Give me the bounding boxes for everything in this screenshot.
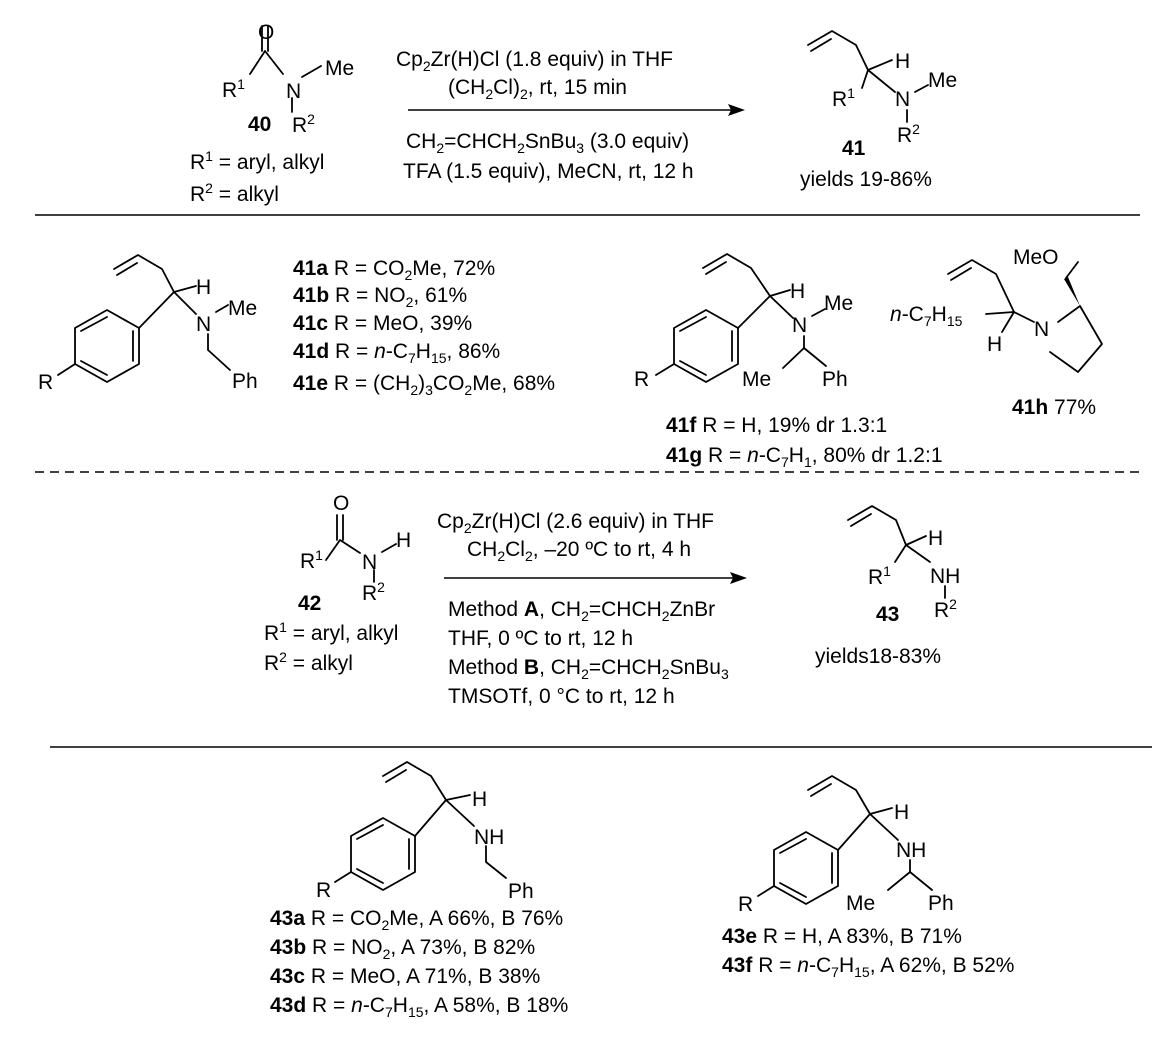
- atom-me: Me: [824, 292, 853, 315]
- entry-41b: 41b R = NO2, 61%: [293, 284, 467, 310]
- amide-40-structure: O Me N R1 R2 40 R1 = aryl, alkyl R2 = al…: [190, 21, 354, 206]
- atom-r1: R1: [300, 547, 323, 573]
- condition-line-1: Cp2Zr(H)Cl (2.6 equiv) in THF: [437, 510, 714, 536]
- atom-r1: R1: [222, 76, 245, 102]
- condition-line-3: CH2=CHCH2SnBu3 (3.0 equiv): [406, 130, 689, 156]
- atom-h: H: [396, 529, 411, 552]
- structure-43e-f: H NH Me Ph R 43e R = H, A 83%, B 71% 43f…: [722, 775, 1014, 980]
- product-41-structure: H Me N R1 R2 41 yields 19-86%: [800, 30, 957, 191]
- r1-definition: R1 = aryl, alkyl: [190, 148, 324, 174]
- compound-number-42: 42: [298, 592, 321, 615]
- yield-range-43: yields18-83%: [815, 645, 941, 668]
- atom-me-2: Me: [742, 368, 771, 391]
- atom-meo: MeO: [1013, 246, 1059, 269]
- entry-41h: 41h 77%: [1012, 396, 1096, 419]
- entry-41a: 41a R = CO2Me, 72%: [293, 257, 495, 283]
- atom-h: H: [987, 333, 1002, 356]
- atom-o: O: [258, 21, 274, 44]
- condition-line-2: CH2Cl2, –20 ºC to rt, 4 h: [467, 538, 691, 564]
- condition-line-5: Method B, CH2=CHCH2SnBu3: [448, 656, 729, 682]
- compound-number-43: 43: [876, 603, 899, 626]
- atom-o: O: [333, 492, 349, 515]
- atom-h: H: [928, 527, 943, 550]
- condition-line-6: TMSOTf, 0 °C to rt, 12 h: [448, 685, 675, 708]
- condition-line-2: (CH2Cl)2, rt, 15 min: [448, 76, 627, 102]
- atom-me: Me: [325, 57, 354, 80]
- atom-r2: R2: [292, 111, 315, 137]
- reaction-conditions-2: Cp2Zr(H)Cl (2.6 equiv) in THF CH2Cl2, –2…: [437, 510, 747, 708]
- compound-number-41: 41: [842, 137, 866, 160]
- entry-43f: 43f R = n-C7H15, A 62%, B 52%: [722, 954, 1014, 980]
- atom-r2: R2: [362, 579, 385, 605]
- atom-n: N: [286, 80, 301, 103]
- atom-h: H: [790, 280, 805, 303]
- atom-n: N: [792, 314, 807, 337]
- r2-definition: R2 = alkyl: [190, 180, 279, 206]
- atom-r1: R1: [832, 85, 855, 111]
- atom-me: Me: [846, 892, 875, 915]
- product-43-structure: H NH R1 R2 43 yields18-83%: [815, 505, 960, 668]
- entry-43d: 43d R = n-C7H15, A 58%, B 18%: [270, 994, 568, 1020]
- atom-ph: Ph: [232, 370, 258, 393]
- arrow-head-icon: [730, 572, 747, 584]
- entry-41f: 41f R = H, 19% dr 1.3:1: [666, 414, 887, 437]
- atom-nh: NH: [930, 565, 960, 588]
- atom-r1: R1: [868, 563, 891, 589]
- atom-me: Me: [228, 297, 257, 320]
- entry-43e: 43e R = H, A 83%, B 71%: [722, 925, 962, 948]
- atom-ph: Ph: [928, 892, 954, 915]
- atom-h: H: [472, 788, 487, 811]
- atom-heptyl: n-C7H15: [890, 303, 963, 329]
- entry-41g: 41g R = n-C7H1, 80% dr 1.2:1: [666, 444, 943, 470]
- condition-line-4: TFA (1.5 equiv), MeCN, rt, 12 h: [403, 160, 694, 183]
- entry-43a: 43a R = CO2Me, A 66%, B 76%: [270, 907, 563, 933]
- atom-ph: Ph: [508, 880, 534, 903]
- entry-43b: 43b R = NO2, A 73%, B 82%: [270, 936, 535, 962]
- arrow-head-icon: [728, 104, 745, 116]
- condition-line-1: Cp2Zr(H)Cl (1.8 equiv) in THF: [396, 48, 673, 74]
- atom-h: H: [895, 50, 910, 73]
- entry-41c: 41c R = MeO, 39%: [293, 312, 472, 335]
- atom-n: N: [895, 88, 910, 111]
- atom-r: R: [634, 368, 649, 391]
- stereo-wedge: [1064, 277, 1080, 306]
- entry-41e: 41e R = (CH2)3CO2Me, 68%: [293, 372, 555, 398]
- atom-nh: NH: [474, 826, 504, 849]
- atom-h: H: [196, 276, 211, 299]
- atom-r2: R2: [934, 596, 957, 622]
- substituent-list-43a-d: 43a R = CO2Me, A 66%, B 76% 43b R = NO2,…: [270, 907, 568, 1020]
- amide-42-structure: O H N R1 R2 42 R1 = aryl, alkyl R2 = alk…: [264, 492, 411, 675]
- atom-me: Me: [928, 69, 957, 92]
- compound-number-40: 40: [248, 113, 271, 136]
- entry-41d: 41d R = n-C7H15, 86%: [293, 340, 500, 366]
- atom-n: N: [196, 313, 211, 336]
- atom-n: N: [362, 551, 377, 574]
- yield-range-41: yields 19-86%: [800, 168, 932, 191]
- atom-ph: Ph: [822, 368, 848, 391]
- atom-r2: R2: [897, 121, 920, 147]
- condition-line-3: Method A, CH2=CHCH2ZnBr: [448, 598, 715, 624]
- entry-43c: 43c R = MeO, A 71%, B 38%: [270, 965, 540, 988]
- r1-definition: R1 = aryl, alkyl: [264, 619, 398, 645]
- atom-h: H: [894, 801, 909, 824]
- reaction-conditions-1: Cp2Zr(H)Cl (1.8 equiv) in THF (CH2Cl)2, …: [396, 48, 745, 183]
- substituent-list-41: 41a R = CO2Me, 72% 41b R = NO2, 61% 41c …: [293, 257, 555, 398]
- atom-r: R: [738, 893, 753, 916]
- structure-41h: MeO n-C7H15 H N 41h 77%: [890, 246, 1103, 419]
- atom-n: N: [1034, 318, 1049, 341]
- atom-r: R: [38, 371, 53, 394]
- atom-r: R: [316, 879, 331, 902]
- r2-definition: R2 = alkyl: [264, 649, 353, 675]
- structure-41a-e: H N Me Ph R: [38, 254, 258, 394]
- condition-line-4: THF, 0 ºC to rt, 12 h: [448, 627, 633, 650]
- atom-nh: NH: [896, 839, 926, 862]
- structure-41f-g: H N Me Me Ph R 41f R = H, 19% dr 1.3:1 4…: [634, 253, 943, 470]
- structure-43a-d: H NH Ph R: [316, 761, 534, 903]
